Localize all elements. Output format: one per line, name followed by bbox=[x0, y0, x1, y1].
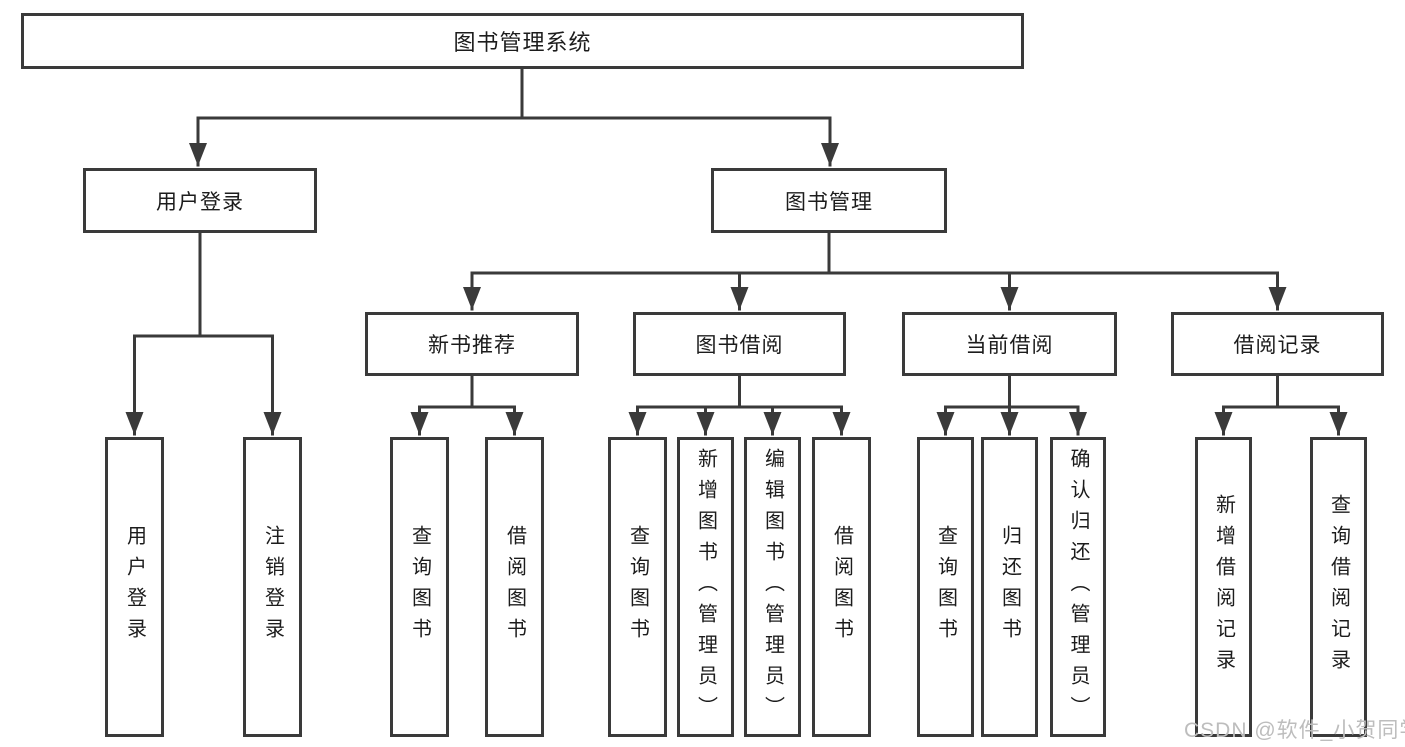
node-current-borrow-label: 当前借阅 bbox=[965, 334, 1054, 357]
connector-userlogin-stem bbox=[133, 231, 274, 338]
leaf-logout: 注销登录 bbox=[243, 437, 302, 737]
leaf-logout-label: 注销登录 bbox=[261, 525, 284, 649]
node-book-borrow: 图书借阅 bbox=[633, 312, 846, 376]
node-root-system: 图书管理系统 bbox=[21, 13, 1024, 69]
connector-root-stem bbox=[196, 67, 832, 120]
connector-bookmgmt-stem bbox=[470, 231, 1279, 275]
leaf-borrow-book-label: 借阅图书 bbox=[830, 525, 853, 649]
node-book-borrow-label: 图书借阅 bbox=[695, 334, 784, 357]
connector-newbook-stem bbox=[418, 374, 516, 409]
node-new-book-recommend-label: 新书推荐 bbox=[428, 334, 516, 357]
leaf-query-borrow-record: 查询借阅记录 bbox=[1310, 437, 1367, 737]
node-borrow-record: 借阅记录 bbox=[1171, 312, 1384, 376]
leaf-edit-book-admin: 编辑图书（管理员） bbox=[744, 437, 801, 737]
leaf-query-book-borrow: 查询图书 bbox=[608, 437, 667, 737]
leaf-return-book: 归还图书 bbox=[981, 437, 1038, 737]
leaf-add-borrow-record-label: 新增借阅记录 bbox=[1212, 494, 1235, 680]
node-user-login: 用户登录 bbox=[83, 168, 317, 233]
node-new-book-recommend: 新书推荐 bbox=[365, 312, 579, 376]
leaf-user-login: 用户登录 bbox=[105, 437, 164, 737]
leaf-query-book-borrow-label: 查询图书 bbox=[626, 525, 649, 649]
csdn-watermark: CSDN @软件_小贺同学 bbox=[1184, 719, 1405, 742]
leaf-query-book-recommend-label: 查询图书 bbox=[408, 525, 431, 649]
leaf-add-book-admin-label: 新增图书（管理员） bbox=[694, 447, 717, 727]
connector-bookborrow-stem bbox=[636, 374, 843, 409]
leaf-query-book-recommend: 查询图书 bbox=[390, 437, 449, 737]
leaf-confirm-return-admin: 确认归还（管理员） bbox=[1050, 437, 1106, 737]
leaf-add-borrow-record: 新增借阅记录 bbox=[1195, 437, 1252, 737]
leaf-borrow-book-recommend: 借阅图书 bbox=[485, 437, 544, 737]
node-book-management: 图书管理 bbox=[711, 168, 947, 233]
leaf-edit-book-admin-label: 编辑图书（管理员） bbox=[761, 447, 784, 727]
node-current-borrow: 当前借阅 bbox=[902, 312, 1117, 376]
connector-currentborrow-stem bbox=[944, 374, 1080, 409]
leaf-add-book-admin: 新增图书（管理员） bbox=[677, 437, 734, 737]
leaf-borrow-book: 借阅图书 bbox=[812, 437, 871, 737]
leaf-query-book-current-label: 查询图书 bbox=[934, 525, 957, 649]
leaf-borrow-book-recommend-label: 借阅图书 bbox=[503, 525, 526, 649]
node-book-management-label: 图书管理 bbox=[785, 190, 873, 214]
node-user-login-label: 用户登录 bbox=[156, 190, 244, 214]
leaf-query-book-current: 查询图书 bbox=[917, 437, 974, 737]
node-root-label: 图书管理系统 bbox=[453, 30, 592, 55]
leaf-confirm-return-admin-label: 确认归还（管理员） bbox=[1067, 447, 1089, 727]
connector-borrowrecord-stem bbox=[1222, 374, 1340, 409]
leaf-query-borrow-record-label: 查询借阅记录 bbox=[1327, 494, 1350, 680]
leaf-user-login-label: 用户登录 bbox=[123, 525, 146, 649]
leaf-return-book-label: 归还图书 bbox=[998, 525, 1021, 649]
node-borrow-record-label: 借阅记录 bbox=[1233, 334, 1322, 357]
